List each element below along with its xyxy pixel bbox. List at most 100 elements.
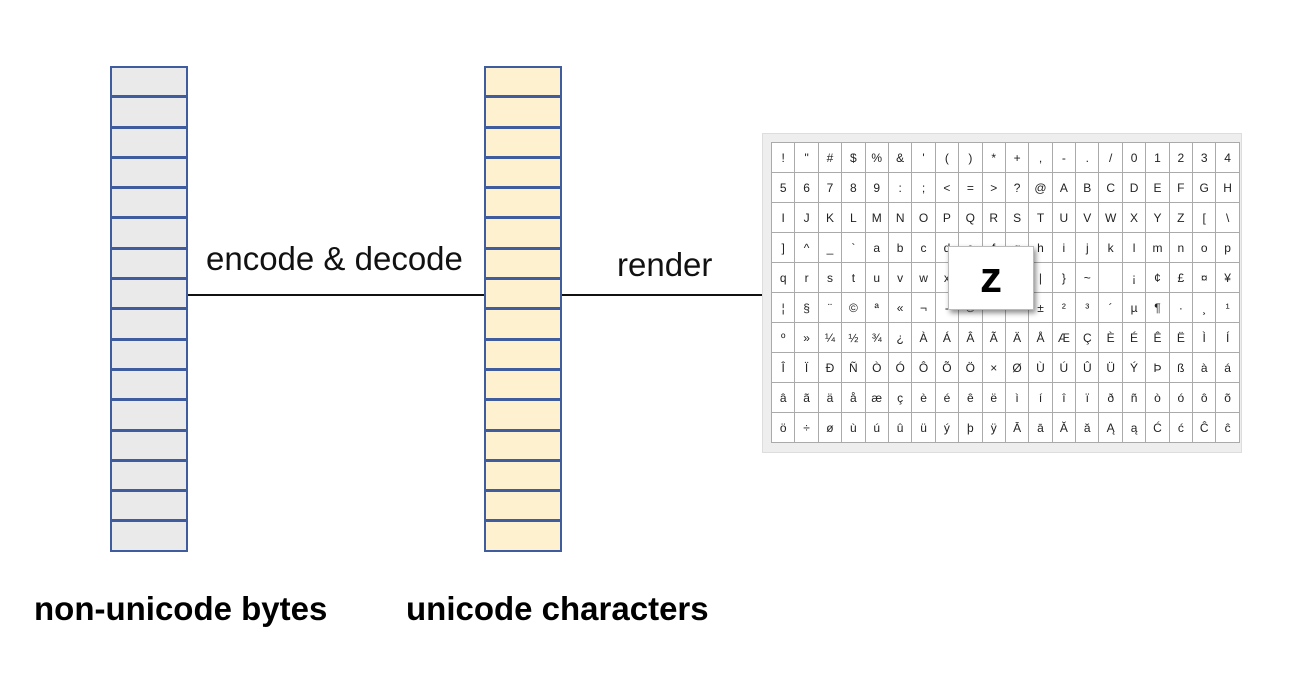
charmap-cell: ¾ [864, 322, 889, 353]
byte-cell [110, 338, 188, 370]
charmap-cell: ( [934, 142, 960, 173]
character-cell [484, 217, 562, 249]
charmap-cell: á [1215, 352, 1240, 383]
charmap-cell: ì [1004, 382, 1030, 413]
charmap-cell: ý [934, 412, 960, 443]
charmap-cell: w [911, 262, 936, 293]
encode-decode-connector [188, 294, 484, 296]
charmap-cell: ? [1004, 172, 1030, 203]
byte-cell [110, 187, 188, 219]
charmap-cell: ¥ [1215, 262, 1240, 293]
charmap-cell: £ [1168, 262, 1194, 293]
charmap-cell: Ä [1004, 322, 1030, 353]
charmap-cell: ã [794, 382, 819, 413]
charmap-cell: Ñ [841, 352, 866, 383]
charmap-cell: Õ [934, 352, 960, 383]
charmap-cell: U [1051, 202, 1077, 233]
charmap-cell: Ă [1051, 412, 1077, 443]
chars-column-label: unicode characters [406, 590, 709, 627]
charmap-cell: X [1121, 202, 1147, 233]
charmap-cell: Ç [1075, 322, 1100, 353]
charmap-cell: Ć [1145, 412, 1170, 443]
charmap-cell: ¼ [817, 322, 843, 353]
charmap-cell: Ã [981, 322, 1006, 353]
byte-cell [110, 156, 188, 189]
render-label: render [617, 246, 713, 283]
charmap-cell: 5 [770, 172, 796, 203]
charmap-cell: . [1075, 142, 1100, 173]
byte-cell [110, 66, 188, 98]
charmap-cell: Î [770, 352, 796, 383]
charmap-cell: [ [1192, 202, 1217, 233]
charmap-cell: © [841, 292, 866, 323]
character-cell [484, 96, 562, 128]
charmap-cell: õ [1215, 382, 1240, 413]
character-cell [484, 278, 562, 310]
charmap-cell: P [934, 202, 960, 233]
charmap-cell: ò [1145, 382, 1170, 413]
charmap-cell: ú [864, 412, 889, 443]
charmap-cell: % [864, 142, 889, 173]
charmap-cell: ¶ [1145, 292, 1170, 323]
character-cell [484, 399, 562, 431]
charmap-cell: N [887, 202, 913, 233]
character-cell [484, 490, 562, 522]
charmap-cell: ć [1168, 412, 1194, 443]
charmap-cell: ) [958, 142, 983, 173]
charmap-cell: # [817, 142, 843, 173]
charmap-cell: ç [887, 382, 913, 413]
charmap-cell: i [1051, 232, 1077, 263]
charmap-cell: § [794, 292, 819, 323]
character-cell [484, 520, 562, 552]
charmap-cell: ¡ [1121, 262, 1147, 293]
charmap-cell: · [1168, 292, 1194, 323]
charmap-cell: Å [1028, 322, 1053, 353]
charmap-cell: E [1145, 172, 1170, 203]
charmap-cell: B [1075, 172, 1100, 203]
charmap-cell: V [1075, 202, 1100, 233]
charmap-cell: Q [958, 202, 983, 233]
byte-cell [110, 459, 188, 492]
charmap-cell: Ô [911, 352, 936, 383]
charmap-cell: S [1004, 202, 1030, 233]
charmap-cell: ï [1075, 382, 1100, 413]
charmap-cell: ] [770, 232, 796, 263]
charmap-cell: Þ [1145, 352, 1170, 383]
charmap-cell: ª [864, 292, 889, 323]
charmap-cell: ¦ [770, 292, 796, 323]
charmap-row: ¦§¨©ª«¬-®¯°±²³´µ¶·¸¹ [770, 292, 1240, 323]
charmap-cell: " [794, 142, 819, 173]
charmap-cell: ` [841, 232, 866, 263]
charmap-cell: Æ [1051, 322, 1077, 353]
charmap-cell: Í [1215, 322, 1240, 353]
byte-cell [110, 490, 188, 522]
charmap-cell: u [864, 262, 889, 293]
charmap-cell: - [1051, 142, 1077, 173]
charmap-cell: À [911, 322, 936, 353]
charmap-cell: 2 [1168, 142, 1194, 173]
charmap-cell: ' [911, 142, 936, 173]
byte-cell [110, 308, 188, 340]
charmap-cell: F [1168, 172, 1194, 203]
charmap-cell: Ð [817, 352, 843, 383]
charmap-cell: v [887, 262, 913, 293]
byte-cell [110, 520, 188, 552]
charmap-cell: ² [1051, 292, 1077, 323]
charmap-cell: * [981, 142, 1006, 173]
charmap-cell: Ò [864, 352, 889, 383]
charmap-cell: \ [1215, 202, 1240, 233]
charmap-cell: l [1121, 232, 1147, 263]
charmap-cell: ~ [1075, 262, 1100, 293]
byte-cell [110, 429, 188, 461]
charmap-cell: ¢ [1145, 262, 1170, 293]
charmap-cell: > [981, 172, 1006, 203]
charmap-cell: ù [841, 412, 866, 443]
charmap-cell: < [934, 172, 960, 203]
charmap-cell: û [887, 412, 913, 443]
character-cell [484, 66, 562, 98]
